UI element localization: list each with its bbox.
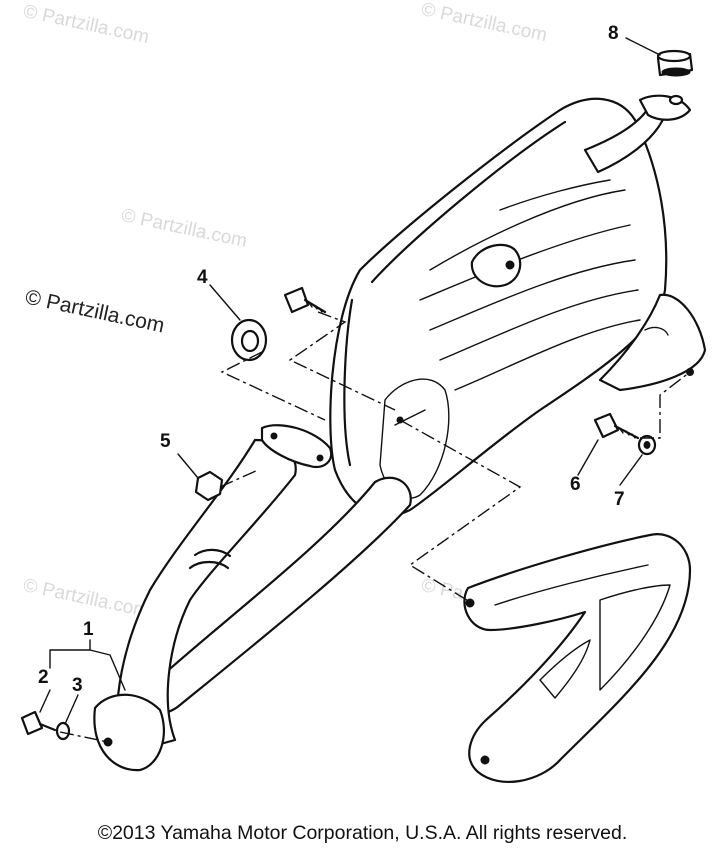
callout-7: 7	[614, 489, 625, 510]
damper	[656, 49, 694, 77]
copyright-notice: ©2013 Yamaha Motor Corporation, U.S.A. A…	[97, 822, 628, 844]
washer	[55, 721, 71, 741]
muffler	[329, 94, 707, 517]
washer	[637, 434, 657, 456]
callout-4: 4	[197, 267, 208, 288]
callout-3: 3	[72, 675, 83, 696]
callout-1: 1	[83, 619, 94, 640]
nut	[194, 470, 224, 502]
callout-2: 2	[38, 667, 49, 688]
heat-shield-bracket	[463, 533, 692, 783]
gasket	[230, 318, 268, 362]
bolt	[593, 412, 640, 440]
exhaust-pipe	[93, 424, 412, 772]
bolt	[283, 286, 327, 314]
callout-8: 8	[608, 23, 619, 44]
callout-6: 6	[570, 474, 581, 495]
callout-5: 5	[160, 431, 171, 452]
bolt	[20, 710, 57, 736]
